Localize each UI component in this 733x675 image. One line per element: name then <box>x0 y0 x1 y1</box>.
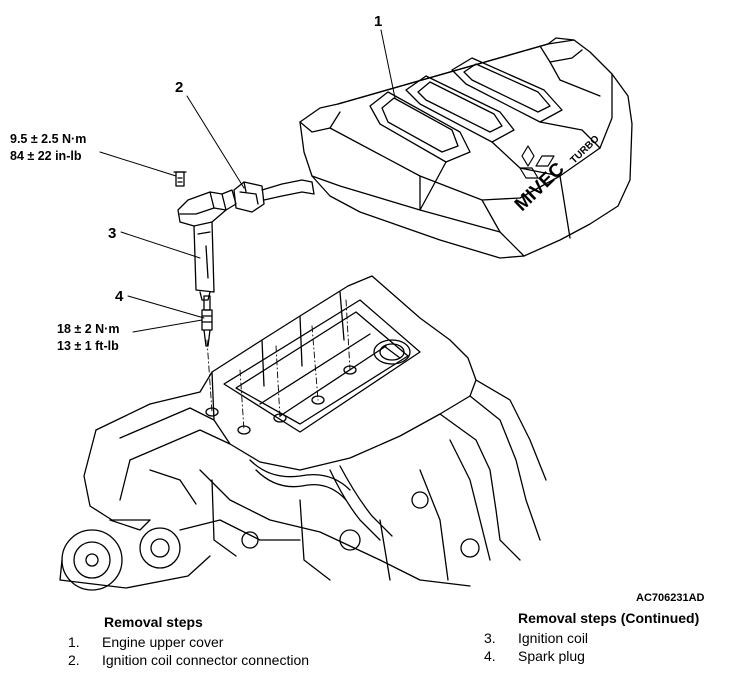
callout-2: 2 <box>175 79 183 96</box>
removal-step-4: 4. Spark plug <box>484 647 699 665</box>
ignition-coil-drawing <box>173 171 237 301</box>
spark-plug-drawing <box>201 295 213 347</box>
step-label: Ignition coil connector connection <box>102 652 310 668</box>
removal-steps-right: Removal steps (Continued) 3. Ignition co… <box>484 610 699 665</box>
removal-steps-left: Removal steps 1. Engine upper cover 2. I… <box>68 614 309 669</box>
callout-1: 1 <box>374 13 382 30</box>
engine-exploded-diagram: 1 2 3 4 9.5 ± 2.5 N·m 84 ± 22 in-lb 18 ±… <box>10 13 633 591</box>
removal-step-1: 1. Engine upper cover <box>68 633 309 651</box>
ignition-coil-connector-drawing <box>233 179 315 213</box>
step-label: Ignition coil <box>518 630 589 646</box>
engine-upper-cover-drawing <box>299 37 633 259</box>
step-number: 4. <box>484 648 496 664</box>
torque-coil-bolt-inlb: 84 ± 22 in-lb <box>10 149 82 163</box>
engine-block-drawing <box>59 275 547 591</box>
torque-spark-plug-ftlb: 13 ± 1 ft-lb <box>57 339 119 353</box>
step-number: 3. <box>484 630 496 646</box>
removal-steps-heading: Removal steps <box>104 614 203 630</box>
leader-lines <box>99 29 396 333</box>
step-number: 1. <box>68 634 80 650</box>
torque-coil-bolt-nm: 9.5 ± 2.5 N·m <box>10 132 86 146</box>
step-number: 2. <box>68 652 80 668</box>
mitsubishi-logo-icon <box>519 145 555 179</box>
callout-3: 3 <box>108 225 116 242</box>
step-label: Spark plug <box>518 648 585 664</box>
removal-steps-continued-heading: Removal steps (Continued) <box>518 610 700 626</box>
removal-step-2: 2. Ignition coil connector connection <box>68 651 309 669</box>
torque-spark-plug-nm: 18 ± 2 N·m <box>57 322 119 336</box>
figure-code: AC706231AD <box>636 592 705 604</box>
callout-4: 4 <box>115 288 124 305</box>
step-label: Engine upper cover <box>102 634 224 650</box>
removal-step-3: 3. Ignition coil <box>484 629 699 647</box>
